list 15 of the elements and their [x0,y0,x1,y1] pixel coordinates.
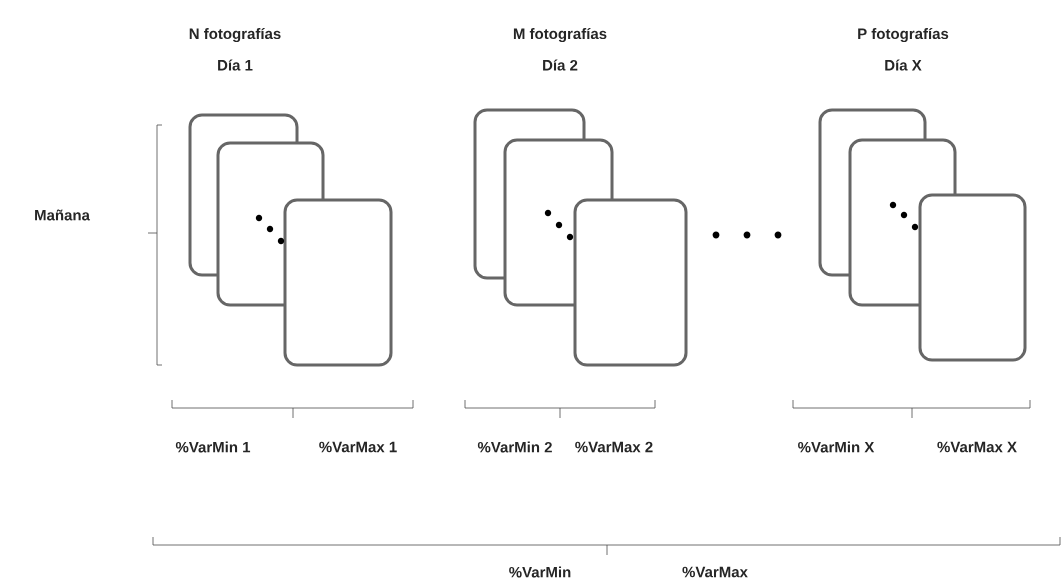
title-text: Día X [885,59,922,71]
range-label: %VarMin 2 [477,441,552,453]
range-label: %VarMin [509,566,571,578]
range-label: %VarMin X [798,441,875,453]
range-label: %VarMax [682,566,748,578]
title-text: P fotografías [858,27,949,43]
title-text: Día 1 [218,59,253,71]
title-text: N fotografías [189,27,281,43]
range-label: %VarMin 1 [175,441,251,453]
range-label: %VarMax 2 [575,441,653,453]
title-text: M fotografías [513,27,607,43]
title-text: Día 2 [543,59,578,71]
range-label: %VarMax X [937,441,1017,453]
range-label: %VarMax 1 [319,441,397,453]
row-label: Mañana [35,209,90,221]
